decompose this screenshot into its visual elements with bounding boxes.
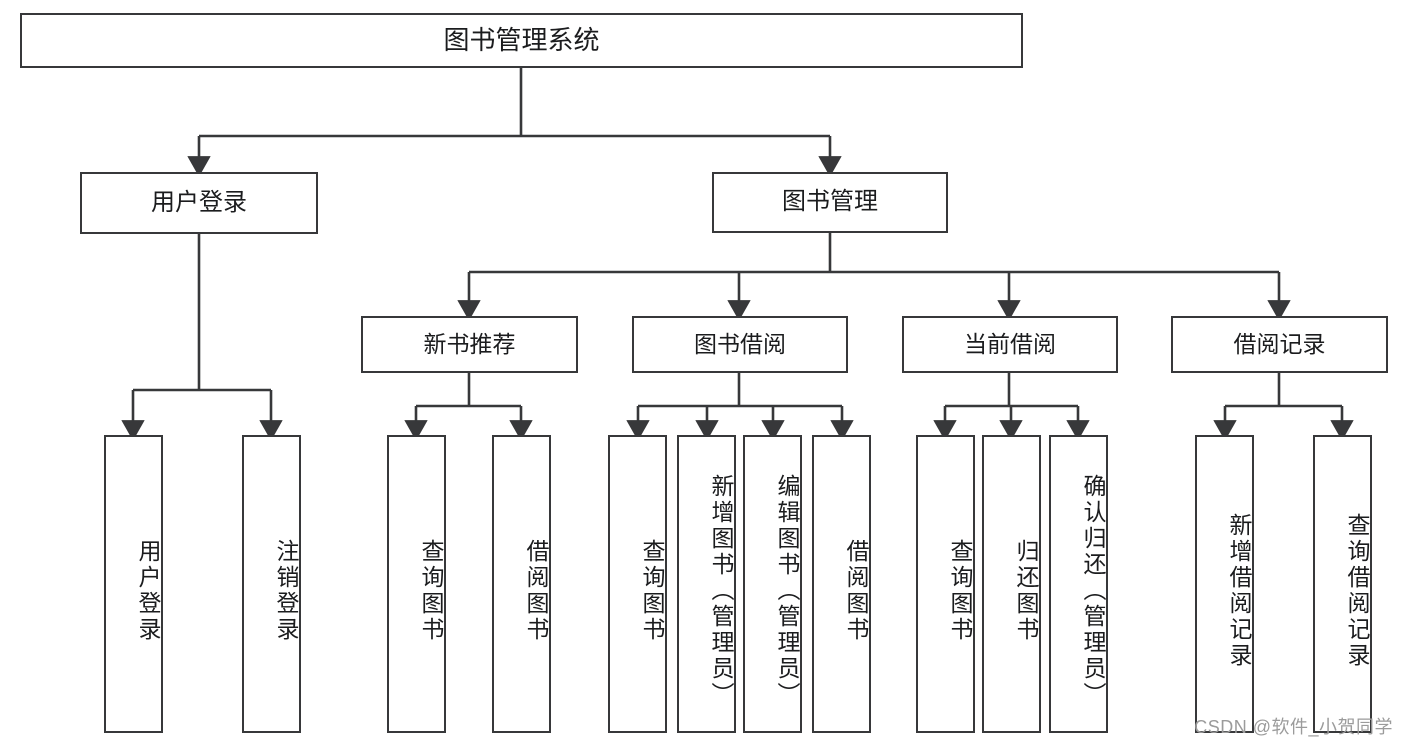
csdn-watermark: CSDN @软件_小贺同学: [1194, 717, 1393, 737]
node-book-management[interactable]: 图书管理: [712, 172, 948, 233]
node-label: 查询借阅记录: [1344, 513, 1370, 669]
node-label: 借阅记录: [1233, 330, 1326, 357]
node-label: 图书借阅: [694, 330, 786, 357]
node-label: 新书推荐: [423, 330, 516, 357]
node-label: 借阅图书: [843, 539, 869, 643]
leaf-record-add-record[interactable]: 新增借阅记录: [1195, 435, 1254, 733]
node-borrow-record[interactable]: 借阅记录: [1171, 316, 1388, 373]
node-label: 查询图书: [947, 539, 973, 643]
leaf-current-confirm-return-admin[interactable]: 确认归还（管理员）: [1049, 435, 1108, 733]
leaf-user-logout[interactable]: 注销登录: [242, 435, 301, 733]
node-new-book-recommend[interactable]: 新书推荐: [361, 316, 578, 373]
node-current-borrow[interactable]: 当前借阅: [902, 316, 1118, 373]
leaf-user-login[interactable]: 用户登录: [104, 435, 163, 733]
node-user-login[interactable]: 用户登录: [80, 172, 318, 234]
leaf-borrow-edit-book-admin[interactable]: 编辑图书（管理员）: [743, 435, 802, 733]
node-label: 借阅图书: [523, 539, 549, 643]
node-label: 当前借阅: [964, 330, 1056, 357]
node-label: 图书管理: [782, 188, 878, 216]
node-label: 查询图书: [418, 539, 444, 643]
node-label: 确认归还（管理员）: [1080, 474, 1106, 708]
leaf-recommend-query-book[interactable]: 查询图书: [387, 435, 446, 733]
leaf-current-query-book[interactable]: 查询图书: [916, 435, 975, 733]
leaf-current-return-book[interactable]: 归还图书: [982, 435, 1041, 733]
leaf-record-query-record[interactable]: 查询借阅记录: [1313, 435, 1372, 733]
node-label: 查询图书: [639, 539, 665, 643]
node-book-borrow[interactable]: 图书借阅: [632, 316, 848, 373]
node-label: 新增借阅记录: [1226, 513, 1252, 669]
node-label: 用户登录: [151, 188, 247, 216]
node-label: 用户登录: [135, 539, 161, 643]
node-label: 注销登录: [273, 539, 299, 643]
leaf-borrow-add-book-admin[interactable]: 新增图书（管理员）: [677, 435, 736, 733]
node-label: 归还图书: [1013, 539, 1039, 643]
node-label: 图书管理系统: [443, 25, 600, 56]
node-root-system[interactable]: 图书管理系统: [20, 13, 1023, 68]
leaf-recommend-borrow-book[interactable]: 借阅图书: [492, 435, 551, 733]
leaf-borrow-borrow-book[interactable]: 借阅图书: [812, 435, 871, 733]
node-label: 编辑图书（管理员）: [774, 474, 800, 708]
node-label: 新增图书（管理员）: [708, 474, 734, 708]
leaf-borrow-query-book[interactable]: 查询图书: [608, 435, 667, 733]
